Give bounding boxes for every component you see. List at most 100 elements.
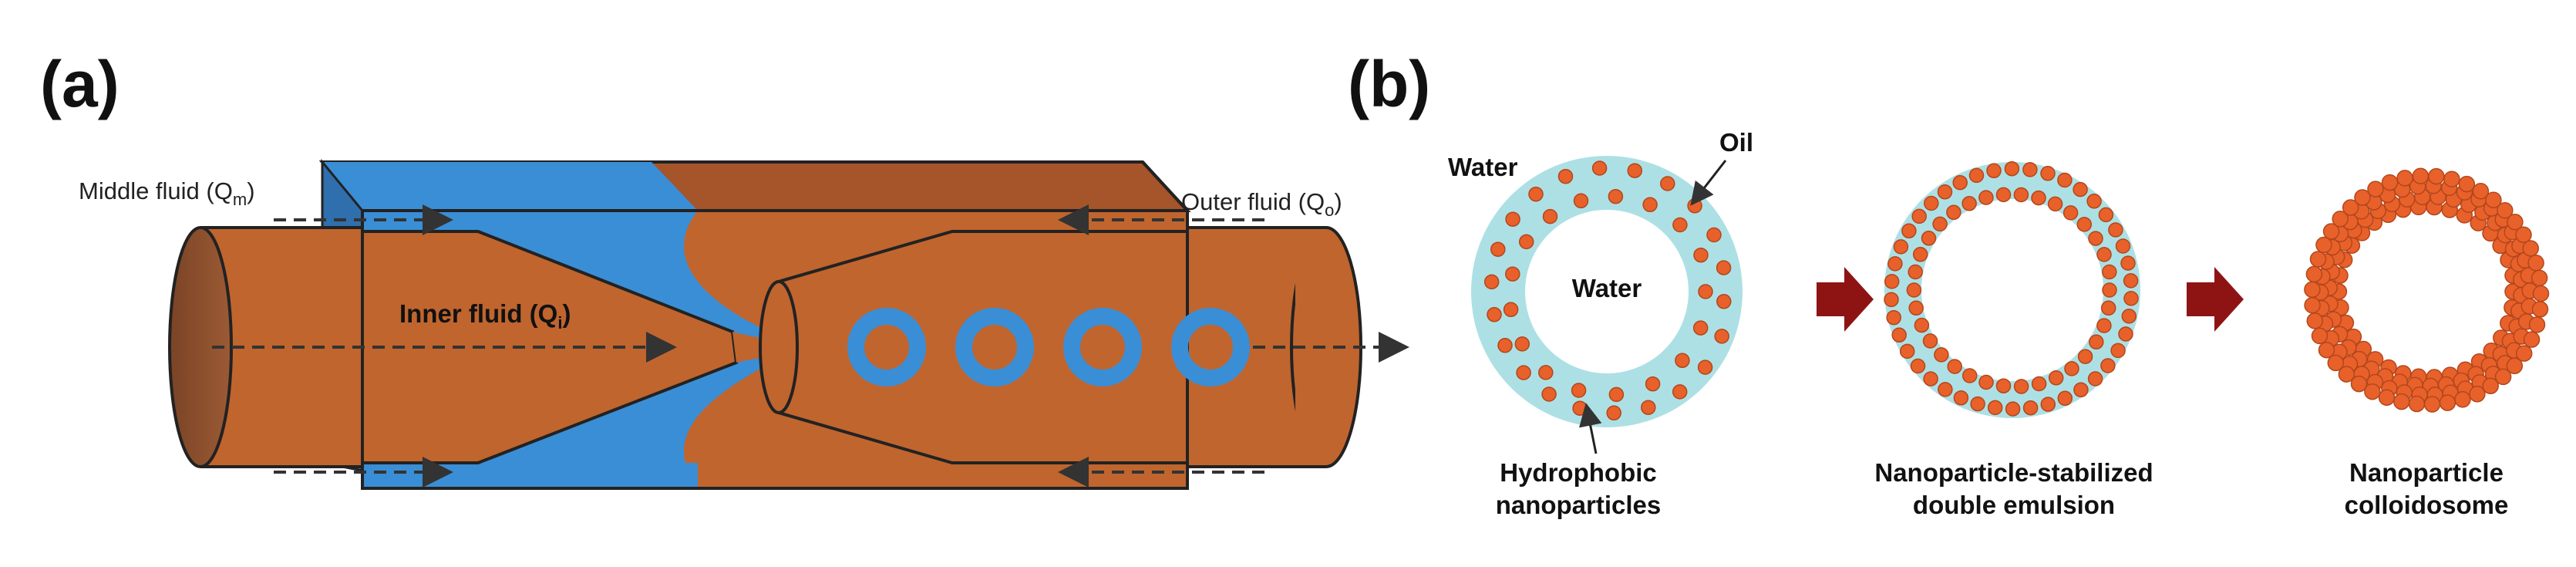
nanoparticle <box>1516 365 1531 380</box>
nanoparticle <box>1887 256 1903 272</box>
nanoparticle <box>2515 345 2533 362</box>
nanoparticle-pointer <box>1578 403 1602 454</box>
nanoparticle <box>1906 282 1922 298</box>
inner-water-core <box>1525 210 1689 373</box>
nanoparticle <box>2110 343 2126 359</box>
nanoparticle <box>2013 187 2029 203</box>
nanoparticle <box>1937 184 1953 200</box>
nanoparticle <box>2428 167 2445 185</box>
panel-b-label: (b) <box>1348 48 1430 120</box>
microfluidic-device: Middle fluid (Qm) Outer fluid (Qo) Inner… <box>79 158 1409 490</box>
nanoparticle <box>2412 167 2430 184</box>
nanoparticle <box>2311 327 2329 345</box>
nanoparticle <box>1911 208 1927 224</box>
nanoparticle <box>2123 291 2139 306</box>
stage-3-label-1: Nanoparticle <box>2349 458 2504 487</box>
nanoparticle <box>2305 265 2323 283</box>
nanoparticle <box>1908 264 1923 280</box>
panel-a-label: (a) <box>40 48 120 120</box>
nanoparticle <box>1978 190 1994 205</box>
nanoparticle <box>1503 302 1519 318</box>
nanoparticle <box>1706 227 1722 243</box>
nanoparticle <box>2040 166 2056 181</box>
nanoparticle <box>2494 368 2512 386</box>
nanoparticle <box>2304 296 2321 314</box>
nanoparticle <box>1912 247 1928 262</box>
nanoparticle <box>2531 269 2548 287</box>
nanoparticle <box>1908 300 1924 316</box>
nanoparticle <box>2108 222 2123 238</box>
stage-2-stabilized-emulsion <box>1884 160 2140 418</box>
middle-fluid-label: Middle fluid (Qm) <box>79 177 255 209</box>
hydrophobic-nanoparticles <box>1483 160 1732 421</box>
nanoparticle <box>1483 274 1500 290</box>
nanoparticle <box>2062 205 2079 221</box>
nanoparticle <box>1961 368 1978 383</box>
square-tube-top-blue <box>322 162 698 211</box>
nanoparticle <box>1968 167 1985 184</box>
nanoparticle <box>2458 175 2476 193</box>
nanoparticle <box>2482 377 2499 395</box>
nanoparticle <box>2443 170 2460 187</box>
nanoparticle <box>2338 366 2355 383</box>
nanoparticle <box>1571 383 1587 398</box>
nanoparticle <box>2342 199 2359 216</box>
nanoparticle <box>2523 331 2541 348</box>
nanoparticle <box>1932 216 1948 232</box>
water-inner-label: Water <box>1572 274 1642 302</box>
nanoparticle <box>1986 163 2002 179</box>
nanoparticle <box>1961 196 1977 211</box>
nanoparticle <box>2057 390 2073 407</box>
nanoparticle <box>2076 217 2093 232</box>
nanoparticle <box>2378 389 2396 407</box>
nanoparticle <box>1697 359 1713 375</box>
nanoparticle <box>2096 247 2112 262</box>
nanoparticle <box>1538 365 1554 380</box>
nanoparticle <box>2057 172 2073 188</box>
nanoparticle <box>2506 357 2524 375</box>
nanoparticle <box>1716 294 1732 309</box>
nanoparticle <box>1541 386 1557 402</box>
nanoparticle <box>2077 349 2093 364</box>
nanoparticle <box>2423 396 2441 413</box>
nanoparticle <box>1921 231 1937 246</box>
nanoparticle <box>1910 358 1926 374</box>
nanoparticle <box>1884 274 1900 289</box>
droplet <box>955 308 1034 386</box>
nanoparticle <box>1714 329 1729 344</box>
nanoparticle <box>2532 285 2550 302</box>
nanoparticle <box>2497 201 2514 219</box>
nanoparticle <box>1528 186 1544 202</box>
nanoparticle <box>1978 374 1994 390</box>
outer-fluid-label: Outer fluid (Qo) <box>1181 188 1342 220</box>
nanoparticle <box>1884 292 1899 308</box>
nanoparticle <box>2485 191 2502 208</box>
nanoparticle <box>2022 400 2039 416</box>
nanoparticle <box>1970 396 1985 412</box>
nanoparticle <box>2472 183 2490 200</box>
nanoparticle <box>2439 394 2456 411</box>
nanoparticle <box>2100 358 2116 373</box>
nanoparticle <box>2515 226 2532 244</box>
stage-1-double-emulsion <box>1471 156 1743 427</box>
nanoparticle <box>2100 300 2116 316</box>
nanoparticle <box>1886 309 1901 326</box>
nanoparticle <box>1893 239 1909 255</box>
nanoparticle <box>1891 327 1907 343</box>
nanoparticle <box>2087 371 2103 386</box>
nanoparticle <box>1642 197 1658 213</box>
nanoparticle <box>1627 163 1643 178</box>
nanoparticle <box>1505 211 1520 227</box>
nanoparticle <box>2115 238 2131 254</box>
nanoparticle <box>2102 282 2117 298</box>
nanoparticle <box>1922 333 1938 349</box>
nanoparticle <box>1698 284 1713 299</box>
nanoparticle <box>1675 353 1690 369</box>
nanoparticle <box>2318 341 2335 359</box>
nanoparticle <box>1924 195 1939 211</box>
nanoparticle <box>2332 211 2349 228</box>
nanoparticle <box>2522 240 2539 257</box>
nanoparticle <box>2040 397 2056 412</box>
nanoparticle <box>1608 188 1624 204</box>
